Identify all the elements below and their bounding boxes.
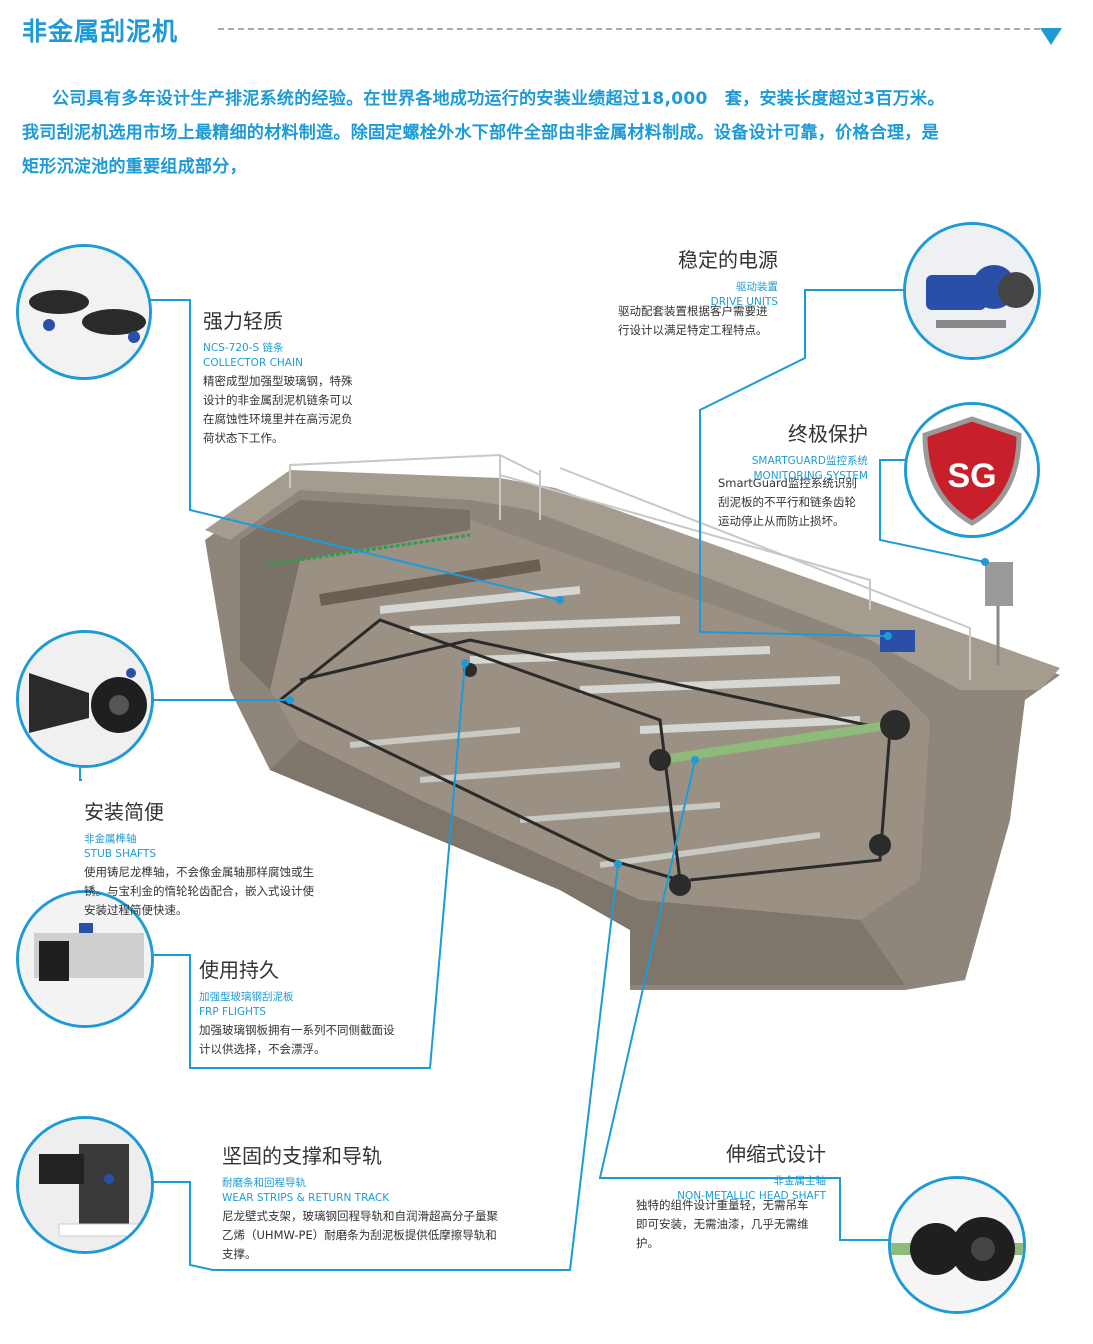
feature-wear-strips: 坚固的支撑和导轨 耐磨条和回程导轨 WEAR STRIPS & RETURN T… <box>222 1140 552 1264</box>
tank-floor-lower <box>270 740 905 985</box>
page-title: 非金属刮泥机 <box>22 17 179 46</box>
tank-inner-wall <box>240 500 470 690</box>
sprocket <box>880 710 910 740</box>
chain-detail-circle <box>16 244 152 380</box>
connector-line <box>879 459 986 563</box>
feature-description: SmartGuard监控系统识别 刮泥板的不平行和链条齿轮 运动停止从而防止损坏… <box>718 476 857 528</box>
feature-monitoring: 终极保护 SMARTGUARD监控系统 MONITORING SYSTEM <box>700 418 868 482</box>
connector-line <box>150 662 466 1069</box>
feature-frp-flights: 使用持久 加强型玻璃钢刮泥板 FRP FLIGHTS 加强玻璃钢板拥有一系列不同… <box>199 954 459 1059</box>
flights-detail-circle <box>16 890 154 1028</box>
feature-subtitle-en: DRIVE UNITS <box>710 296 778 308</box>
green-strip <box>264 533 471 567</box>
feature-subtitle-cn: 非金属主轴 <box>773 1175 827 1187</box>
smartguard-detail-circle: SG <box>904 402 1040 538</box>
intro-paragraph: 公司具有多年设计生产排泥系统的经验。在世界各地成功运行的安装业绩超过18,000… <box>22 82 1072 184</box>
feature-subtitle-en: WEAR STRIPS & RETURN TRACK <box>222 1192 390 1204</box>
collector-chain <box>279 618 682 883</box>
frp-flights-upper <box>379 586 861 734</box>
feature-subtitle-en: STUB SHAFTS <box>84 848 156 860</box>
feature-title: 终极保护 <box>788 422 868 446</box>
sprocket <box>669 874 691 896</box>
connector-line <box>699 289 905 637</box>
frp-flights-lower <box>349 727 821 868</box>
feature-subtitle-en: FRP FLIGHTS <box>199 1006 267 1018</box>
connector-line <box>150 863 619 1271</box>
feature-subtitle-en: MONITORING SYSTEM <box>753 470 868 482</box>
feature-description: 独特的组件设计重量轻，无需吊车 即可安装，无需油漆，几乎无需维 护。 <box>636 1198 809 1250</box>
wear-strip-icon <box>19 1119 151 1251</box>
feature-title: 稳定的电源 <box>678 248 778 272</box>
sprocket <box>649 749 671 771</box>
feature-description: 尼龙壁式支架，玻璃钢回程导轨和自润滑超高分子量聚 乙烯（UHMW-PE）耐磨条为… <box>222 1209 498 1261</box>
feature-drive-units: 稳定的电源 驱动装置 DRIVE UNITS <box>600 244 778 308</box>
stub-shaft-detail-circle <box>16 630 154 768</box>
chevron-down-icon <box>1040 28 1062 45</box>
feature-subtitle-cn: 驱动装置 <box>736 281 778 293</box>
feature-subtitle-en: NON-METALLIC HEAD SHAFT <box>677 1190 826 1202</box>
feature-title: 强力轻质 <box>203 309 283 333</box>
tank-floor <box>270 520 930 920</box>
stub-shaft-icon <box>19 633 151 765</box>
feature-subtitle-cn: NCS-720-S 链条 <box>203 342 284 354</box>
wear-strip-detail-circle <box>16 1116 154 1254</box>
feature-subtitle-en: COLLECTOR CHAIN <box>203 357 303 369</box>
feature-description: 精密成型加强型玻璃钢，特殊 设计的非金属刮泥机链条可以 在腐蚀性环境里并在高污泥… <box>203 374 353 445</box>
feature-description: 加强玻璃钢板拥有一系列不同侧截面设 计以供选择，不会漂浮。 <box>199 1023 395 1056</box>
feature-stub-shafts: 安装简便 非金属榫轴 STUB SHAFTS 使用铸尼龙榫轴，不会像金属轴那样腐… <box>84 796 364 920</box>
feature-subtitle-cn: 加强型玻璃钢刮泥板 <box>199 991 294 1003</box>
feature-head-shaft: 伸缩式设计 非金属主轴 NON-METALLIC HEAD SHAFT <box>640 1138 826 1202</box>
handrail-left <box>289 453 541 488</box>
feature-description: 使用铸尼龙榫轴，不会像金属轴那样腐蚀或生 锈。与宝利金的惰轮轮齿配合，嵌入式设计… <box>84 865 314 917</box>
handrail-long <box>559 467 971 680</box>
connector-line <box>598 759 890 1241</box>
head-shaft-sprocket-icon <box>891 1179 1023 1311</box>
feature-title: 坚固的支撑和导轨 <box>222 1144 382 1168</box>
intro-line: 我司刮泥机选用市场上最精细的材料制造。除固定螺栓外水下部件全部由非金属材料制成。… <box>22 123 939 143</box>
smartguard-shield-icon: SG <box>907 405 1037 535</box>
connector-line <box>150 299 561 601</box>
upper-shaft <box>319 559 541 606</box>
feature-subtitle-cn: 耐磨条和回程导轨 <box>222 1177 306 1189</box>
drive-motor-icon <box>906 225 1038 357</box>
frp-flight-icon <box>19 893 151 1025</box>
feature-title: 安装简便 <box>84 800 164 824</box>
head-shaft <box>659 720 891 765</box>
intro-line: 矩形沉淀池的重要组成部分， <box>22 157 247 177</box>
intro-line: 公司具有多年设计生产排泥系统的经验。在世界各地成功运行的安装业绩超过18,000… <box>52 89 945 109</box>
feature-title: 伸缩式设计 <box>726 1142 826 1166</box>
shield-logo-text: SG <box>947 457 996 495</box>
drive-detail-circle <box>903 222 1041 360</box>
feature-description: 驱动配套装置根据客户需要进 行设计以满足特定工程特点。 <box>618 304 768 337</box>
feature-subtitle-cn: 非金属榫轴 <box>84 833 137 845</box>
handrail-long <box>499 474 871 610</box>
collector-chain-icon <box>19 247 149 377</box>
feature-title: 使用持久 <box>199 958 279 982</box>
tank-deck <box>205 470 1060 690</box>
feature-subtitle-cn: SMARTGUARD监控系统 <box>751 455 868 467</box>
sprocket <box>869 834 891 856</box>
smartguard-box <box>985 562 1013 606</box>
feature-collector-chain: 强力轻质 NCS-720-S 链条 COLLECTOR CHAIN 精密成型加强… <box>203 305 393 448</box>
title-divider <box>218 28 1050 30</box>
head-shaft-detail-circle <box>888 1176 1026 1314</box>
